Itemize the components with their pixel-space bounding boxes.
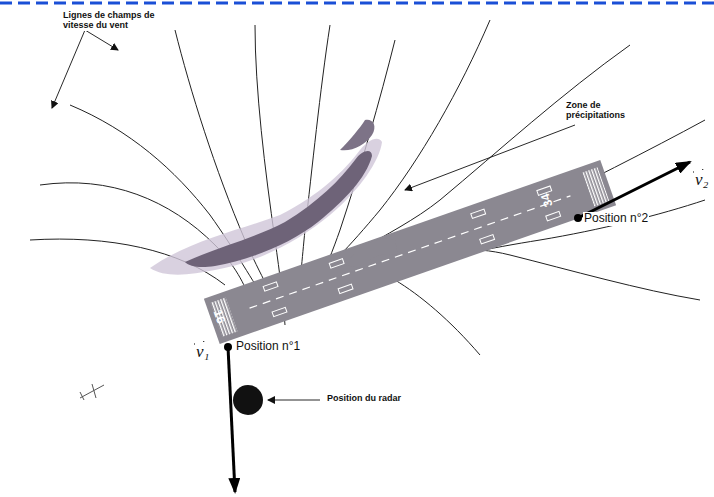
leader-lines <box>52 30 575 400</box>
taxiway <box>345 239 398 268</box>
position-label: Position n°1 <box>235 340 301 354</box>
radar-symbol <box>233 385 263 415</box>
velocity-vector <box>578 162 690 218</box>
precipitation-label: Zone de précipitations <box>565 100 647 121</box>
vector-symbol: v₂ <box>694 170 709 190</box>
position-label: Position n°2 <box>583 212 649 226</box>
runway <box>204 160 616 344</box>
wind-lines <box>30 20 705 355</box>
plane-icon <box>80 384 104 400</box>
top-border <box>0 2 714 5</box>
vector-symbol: v₁ <box>195 342 210 362</box>
velocity-vector <box>228 347 235 492</box>
radar-label: Position du radar <box>326 393 402 403</box>
position-dot <box>574 214 582 222</box>
position-dot <box>224 343 232 351</box>
wind-lines-label: Lignes de champs de vitesse du vent <box>62 10 159 31</box>
